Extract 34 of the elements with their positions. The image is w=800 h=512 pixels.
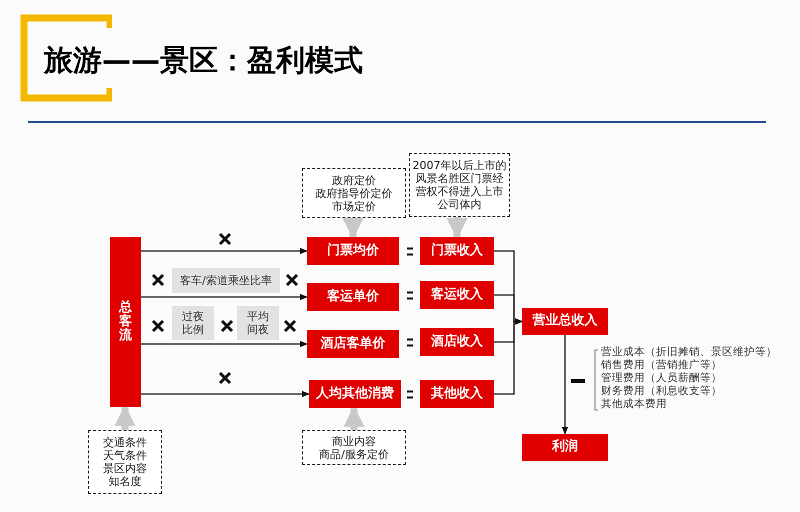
cost-item: 销售费用（营销推广等）: [601, 359, 723, 372]
block-arrow: [344, 406, 364, 430]
process-box: 门票收入: [420, 237, 494, 265]
process-box: 总客流: [110, 237, 141, 407]
cost-item: 其他成本费用: [601, 398, 668, 411]
process-box: 客运单价: [307, 283, 399, 311]
arrow: [562, 335, 568, 435]
process-box: 酒店收入: [420, 328, 494, 356]
arrow: [141, 390, 310, 398]
cost-item: 营业成本（折旧摊销、景区维护等）: [601, 346, 777, 359]
factor-box: 过夜比例: [172, 306, 214, 340]
note-box: 交通条件 天气条件 景区内容 知名度: [88, 430, 162, 494]
factor-box: 平均间夜: [237, 306, 279, 340]
arrow: [141, 294, 308, 300]
arrow: [494, 318, 523, 395]
note-box: 商业内容 商品/服务定价: [302, 430, 406, 465]
note-box: 2007年以后上市的风景名胜区门票经营权不得进入上市公司体内: [409, 153, 510, 217]
process-box: 利润: [522, 434, 608, 461]
cost-item: 财务费用（利息收支等）: [601, 385, 723, 398]
note-box: 政府定价 政府指导价定价 市场定价: [302, 168, 406, 218]
process-box: 营业总收入: [522, 308, 608, 335]
process-box: 酒店客单价: [307, 330, 399, 358]
block-arrow: [446, 217, 468, 240]
block-arrow: [342, 218, 364, 240]
arrow: [141, 248, 308, 254]
process-box: 客运收入: [420, 281, 494, 309]
title: 旅游——景区：盈利模式: [44, 46, 363, 75]
process-box: 其他收入: [420, 380, 494, 408]
process-box: 门票均价: [307, 237, 399, 265]
block-arrow: [114, 404, 136, 430]
cost-item: 管理费用（人员薪酬等）: [601, 372, 723, 385]
process-box: 人均其他消费: [309, 380, 401, 408]
arrow: [141, 340, 308, 348]
factor-box: 客车/索道乘坐比率: [172, 268, 280, 293]
